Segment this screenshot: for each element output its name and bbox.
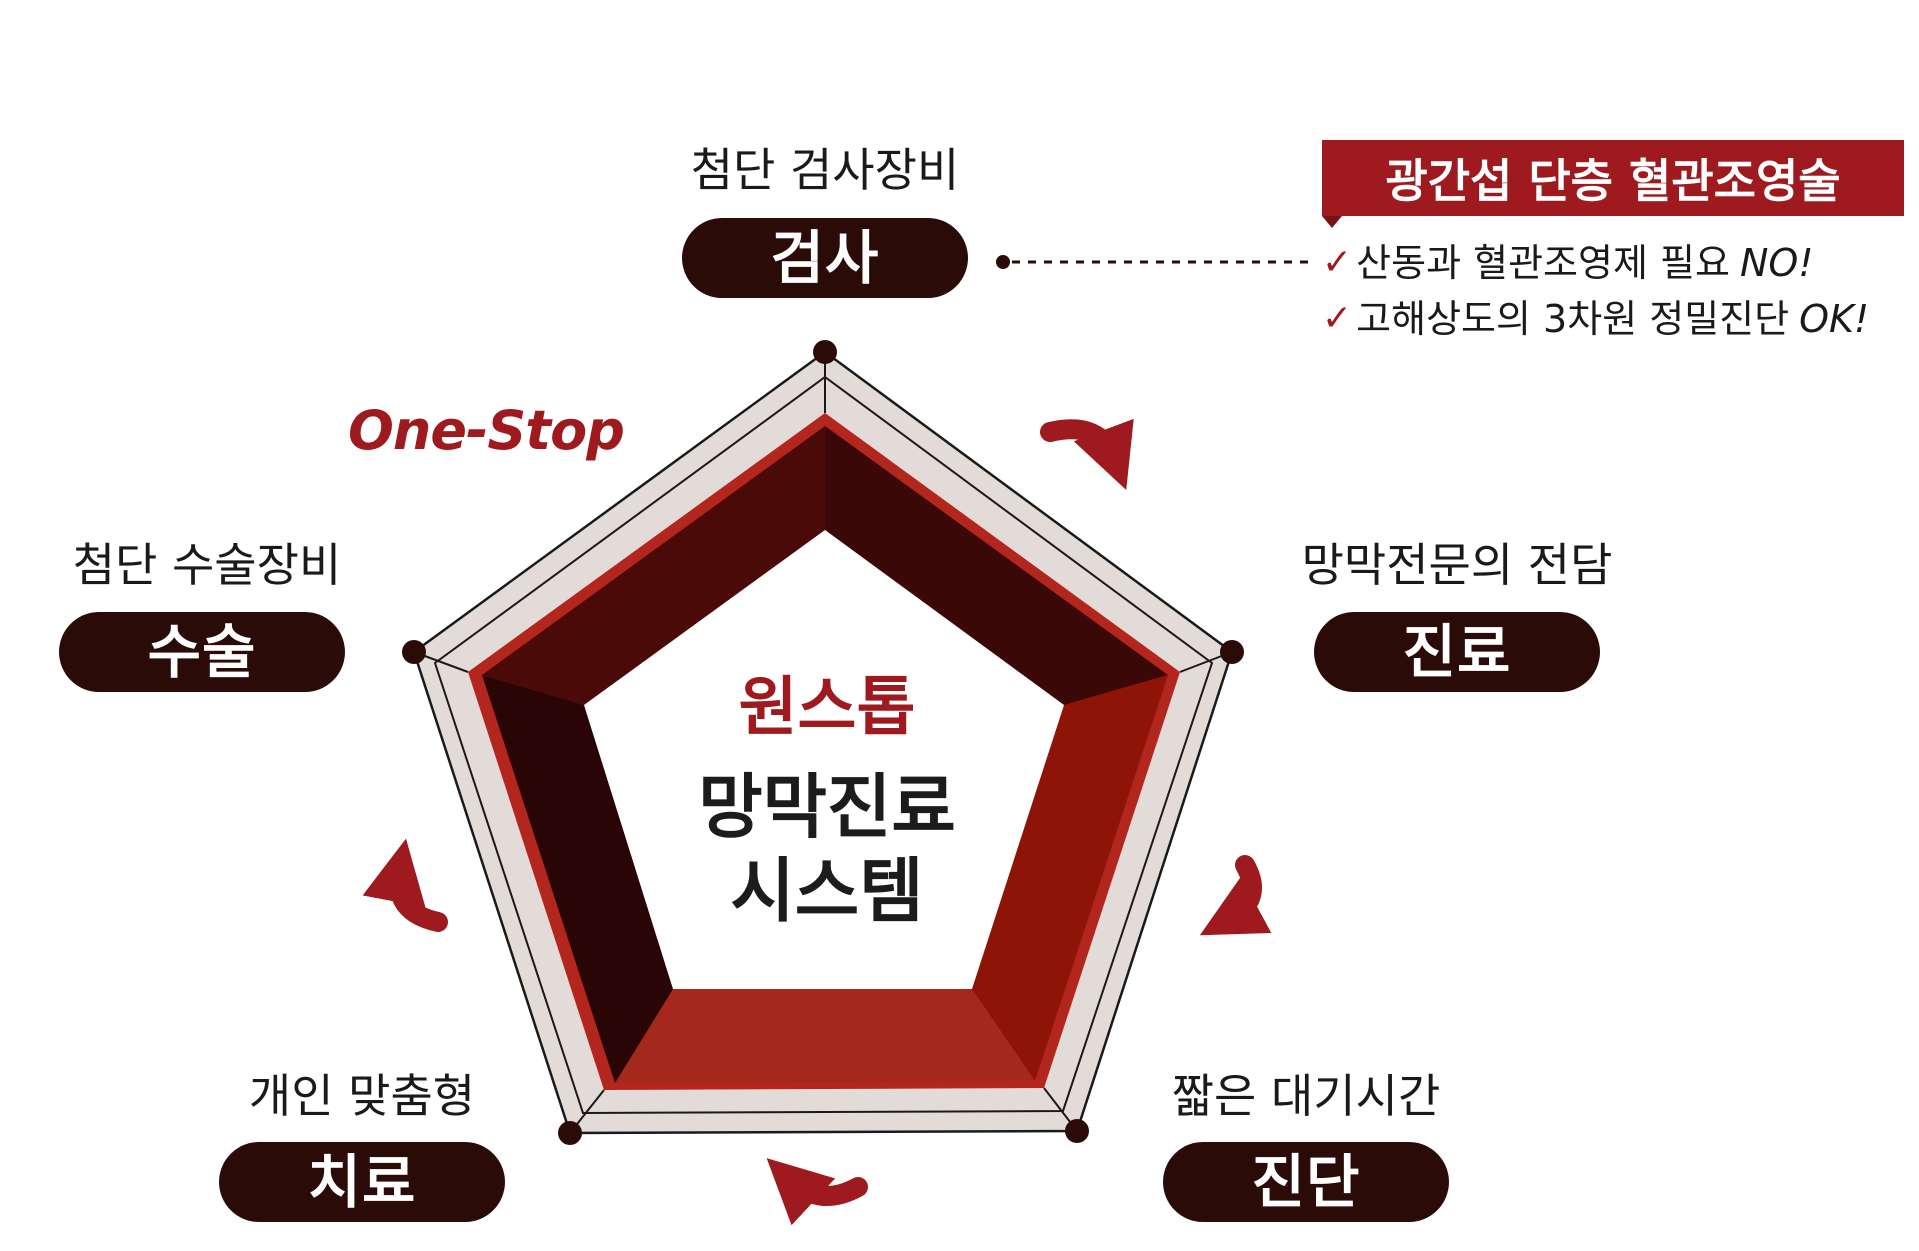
callout-item-emphasis: OK!: [1799, 297, 1870, 341]
node-pill-treatment: 치료: [219, 1142, 505, 1222]
cycle-arrow-icon: [766, 1158, 868, 1226]
band-right: [972, 675, 1168, 1081]
callout-title: 광간섭 단층 혈관조영술: [1322, 140, 1904, 216]
vertex-dot: [813, 340, 837, 364]
pentagon-inner-frame: [433, 375, 1214, 1115]
node-pill-care: 진료: [1314, 612, 1600, 692]
node-pill-surgery: 수술: [59, 612, 345, 692]
vertex-dot: [1220, 640, 1244, 664]
node-pill-exam: 검사: [682, 218, 968, 298]
callout-item-text: 산동과 혈관조영제 필요: [1356, 241, 1730, 285]
center-title-line2: 망막진료: [698, 766, 956, 848]
callout-banner-tail: [1322, 216, 1342, 228]
node-caption-diagnosis: 짧은 대기시간: [1171, 1069, 1441, 1123]
node-caption-treatment: 개인 맞춤형: [248, 1069, 476, 1123]
node-caption-surgery: 첨단 수술장비: [72, 538, 342, 592]
node-pill-diagnosis: 진단: [1163, 1142, 1449, 1222]
vertex-dot: [558, 1121, 582, 1145]
cycle-arrow-icon: [1199, 855, 1272, 936]
connector-dot: [996, 255, 1010, 269]
cycle-arrow-icon: [1040, 418, 1134, 490]
band-left: [482, 675, 673, 1083]
callout-item-text: 고해상도의 3차원 정밀진단: [1356, 297, 1790, 341]
check-icon: ✓: [1322, 242, 1353, 283]
center-title-highlight: 원스톱: [738, 671, 916, 745]
vertex-dot: [1065, 1119, 1089, 1143]
callout-item-emphasis: NO!: [1739, 241, 1814, 285]
callout-item: ✓ 고해상도의 3차원 정밀진단 OK!: [1322, 300, 1869, 338]
band-bottom: [615, 989, 1035, 1083]
node-caption-care: 망막전문의 전담: [1301, 538, 1613, 592]
check-icon: ✓: [1322, 298, 1353, 339]
center-title-line3: 시스템: [730, 850, 924, 932]
band-top-right: [825, 426, 1168, 705]
band-top-left: [482, 426, 825, 705]
vertex-dot: [402, 640, 426, 664]
callout-item: ✓ 산동과 혈관조영제 필요 NO!: [1322, 244, 1814, 282]
one-stop-tagline: One-Stop: [348, 399, 625, 462]
node-caption-exam: 첨단 검사장비: [690, 143, 960, 197]
cycle-arrow-icon: [362, 838, 448, 932]
pentagon-inner-white: [584, 530, 1064, 989]
